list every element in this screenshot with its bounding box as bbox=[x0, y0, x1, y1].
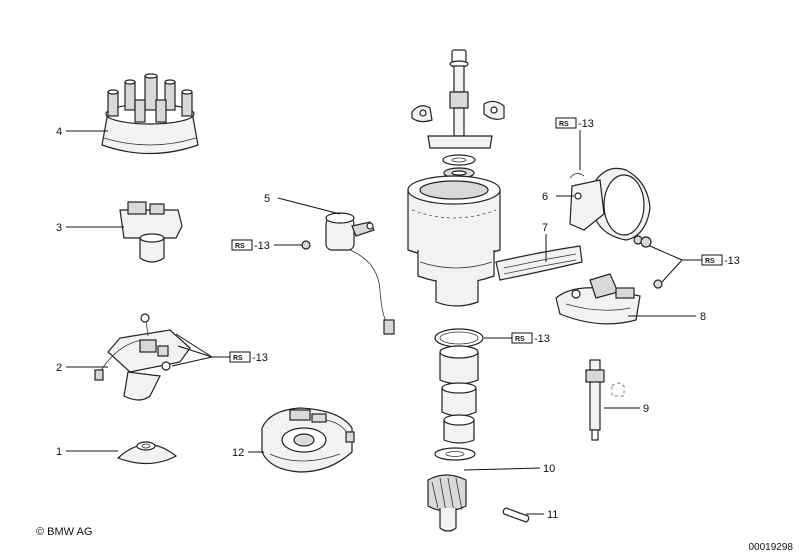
drive-gear-part[interactable] bbox=[427, 474, 467, 532]
spacer-bushing-3[interactable] bbox=[443, 414, 475, 444]
callout-10: 10 bbox=[543, 463, 555, 475]
svg-text:RS: RS bbox=[235, 243, 245, 250]
callout-3: 3 bbox=[56, 222, 62, 234]
distributor-shaft-part[interactable] bbox=[411, 49, 505, 149]
callout-4: 4 bbox=[56, 126, 62, 138]
vacuum-unit-screw[interactable] bbox=[640, 236, 663, 289]
rs-badge[interactable]: RS -13 bbox=[701, 254, 740, 267]
svg-text:RS: RS bbox=[705, 258, 715, 265]
rs-badge[interactable]: RS -13 bbox=[555, 117, 594, 130]
shaft-washer-1[interactable] bbox=[442, 154, 476, 166]
callout-12: 12 bbox=[232, 447, 244, 459]
svg-text:-13: -13 bbox=[254, 240, 270, 252]
spacer-bushing-1[interactable] bbox=[439, 345, 479, 385]
vacuum-advance-unit-part[interactable] bbox=[569, 167, 651, 245]
callout-6: 6 bbox=[542, 191, 548, 203]
adjuster-part[interactable] bbox=[585, 359, 625, 441]
o-ring-part[interactable] bbox=[434, 328, 484, 348]
callout-7: 7 bbox=[542, 222, 548, 234]
callout-11: 11 bbox=[547, 509, 558, 521]
rs-badge[interactable]: RS -13 bbox=[511, 332, 550, 345]
thrust-washer[interactable] bbox=[434, 447, 476, 461]
copyright-label: © BMW AG bbox=[36, 526, 93, 538]
svg-text:-13: -13 bbox=[578, 118, 594, 130]
callout-5: 5 bbox=[264, 193, 270, 205]
breaker-plate-part[interactable] bbox=[261, 407, 355, 473]
svg-text:-13: -13 bbox=[724, 255, 740, 267]
condenser-screw[interactable] bbox=[301, 240, 311, 250]
condenser-part[interactable] bbox=[325, 212, 395, 335]
callout-1: 1 bbox=[56, 446, 62, 458]
svg-text:-13: -13 bbox=[534, 333, 550, 345]
rs-badge[interactable]: RS -13 bbox=[229, 351, 268, 364]
svg-text:RS: RS bbox=[233, 355, 243, 362]
svg-text:RS: RS bbox=[515, 336, 525, 343]
dust-cover-part[interactable] bbox=[116, 441, 178, 465]
advance-cam-part[interactable] bbox=[555, 273, 641, 325]
distributor-cap-part[interactable] bbox=[101, 73, 199, 155]
distributor-housing-part[interactable] bbox=[407, 175, 501, 307]
contact-breaker-part[interactable] bbox=[94, 313, 191, 401]
callout-8: 8 bbox=[700, 311, 706, 323]
document-number: 00019298 bbox=[748, 542, 794, 553]
callout-2: 2 bbox=[56, 362, 62, 374]
roll-pin-part[interactable] bbox=[502, 507, 530, 523]
rs-badge[interactable]: RS -13 bbox=[231, 239, 270, 252]
clamp-strip-part[interactable] bbox=[495, 245, 583, 281]
spacer-bushing-2[interactable] bbox=[441, 382, 477, 417]
svg-text:-13: -13 bbox=[252, 352, 268, 364]
rotor-part[interactable] bbox=[119, 201, 183, 263]
callout-9: 9 bbox=[643, 403, 649, 415]
svg-text:RS: RS bbox=[559, 121, 569, 128]
